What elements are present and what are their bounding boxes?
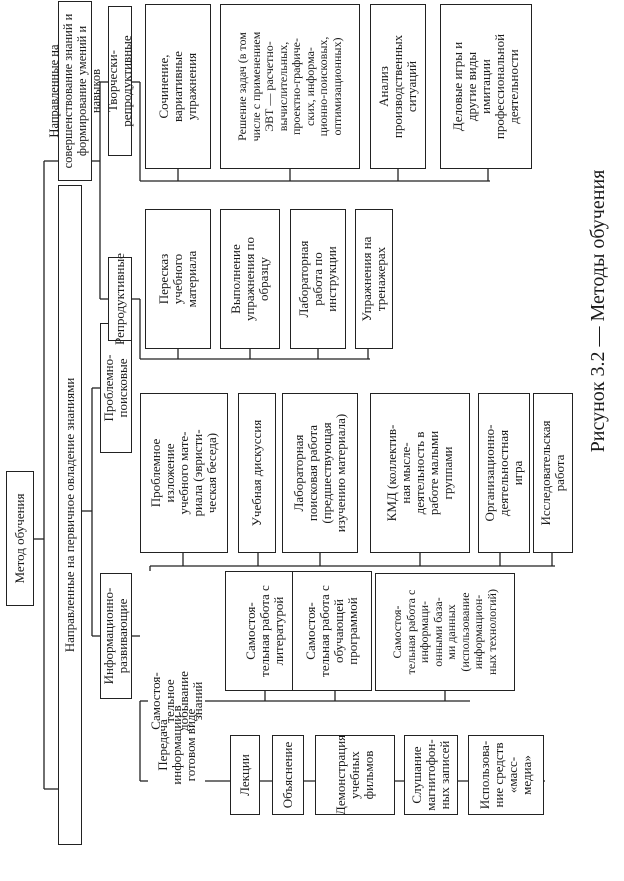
rep-item-simulators: Упражнения на тренажерах [355, 209, 393, 349]
cr-item-composition: Сочинение, вариативные упражнения [145, 4, 211, 169]
ps-item-problem-exposition: Проблемное изложение учебного мате- риал… [140, 393, 228, 553]
ready-item-lectures: Лекции [230, 735, 260, 815]
ready-item-film-demo: Демонстрация учебных фильмов [315, 735, 395, 815]
rep-item-retelling: Пересказ учебного материала [145, 209, 211, 349]
ready-item-audio: Слушание магнитофон- ных записей [404, 735, 458, 815]
figure-caption: Рисунок 3.2 — Методы обучения [587, 169, 609, 453]
ps-item-discussion: Учебная дискуссия [238, 393, 276, 553]
self-item-databases: Самостоя- тельная работа с информаци- он… [375, 573, 515, 691]
root-method-box: Метод обучения [6, 471, 34, 606]
group-first-mastery-box: Направленные на первичное овладение знан… [58, 185, 82, 845]
ps-item-research: Исследовательская работа [533, 393, 573, 553]
ps-item-org-game: Организационно- деятельностная игра [478, 393, 530, 553]
ready-item-mass-media: Использова- ние средств «масс-медиа» [468, 735, 544, 815]
self-acquisition-label: Самостоя- тельное добывание знаний [147, 671, 205, 731]
ps-item-kmd: КМД (коллектив- ная мысле- деятельность … [370, 393, 470, 553]
cr-item-situation-analysis: Анализ производственных ситуаций [370, 4, 426, 169]
rep-item-lab-instruction: Лабораторная работа по инструкции [290, 209, 346, 349]
group-improvement-box: Направленные на совершенствование знаний… [47, 1, 103, 181]
self-item-program: Самостоя- тельная работа с обучающей про… [292, 571, 372, 691]
rep-item-exercise-sample: Выполнение упражнения по образцу [220, 209, 280, 349]
category-creative-reproductive-box: Творчески-репродуктивные [105, 6, 134, 156]
cr-item-problem-solving: Решение задач (в том числе с применением… [220, 4, 360, 169]
category-reproductive-box: Репродуктивные [108, 253, 132, 345]
ready-item-explanation: Объяснение [272, 735, 304, 815]
category-info-dev-box: Информационно-развивающие [100, 573, 132, 699]
cr-item-business-games: Деловые игры и другие виды имитации проф… [440, 4, 532, 169]
ps-item-lab-search: Лабораторная поисковая работа (предшеств… [282, 393, 358, 553]
